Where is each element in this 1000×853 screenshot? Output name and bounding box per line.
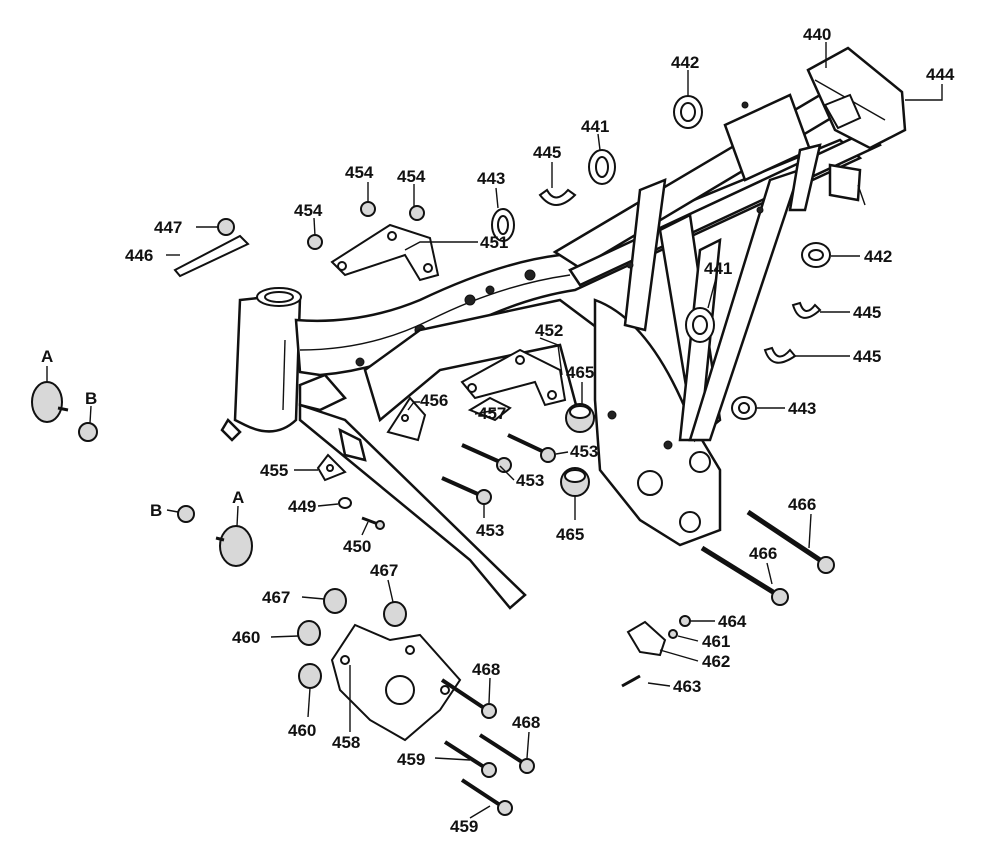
label-440: 440 bbox=[803, 25, 831, 44]
motorcycle-frame bbox=[220, 46, 907, 610]
label-A: A bbox=[232, 488, 244, 507]
collars-460 bbox=[297, 620, 322, 689]
label-443: 443 bbox=[477, 169, 505, 188]
bracket-455 bbox=[316, 453, 347, 482]
clip-446-447 bbox=[173, 218, 250, 278]
bolts-466 bbox=[700, 509, 835, 606]
grommet-441-right bbox=[685, 307, 715, 343]
washer-449 bbox=[338, 497, 352, 509]
lock-461-464 bbox=[621, 615, 691, 688]
plate-457 bbox=[467, 396, 512, 422]
grommet-442-upper bbox=[673, 95, 703, 129]
collars-467 bbox=[323, 588, 407, 627]
label-467: 467 bbox=[262, 588, 290, 607]
label-445: 445 bbox=[853, 303, 881, 322]
label-B: B bbox=[85, 389, 97, 408]
label-441: 441 bbox=[704, 259, 732, 278]
label-451: 451 bbox=[480, 233, 508, 252]
label-450: 450 bbox=[343, 537, 371, 556]
label-465: 465 bbox=[556, 525, 584, 544]
label-446: 446 bbox=[125, 246, 153, 265]
label-444: 444 bbox=[926, 65, 955, 84]
label-464: 464 bbox=[718, 612, 747, 631]
label-468: 468 bbox=[472, 660, 500, 679]
grommet-443-right bbox=[731, 396, 757, 420]
label-A: A bbox=[41, 347, 53, 366]
leader-lines bbox=[46, 42, 943, 819]
label-453: 453 bbox=[516, 471, 544, 490]
label-442: 442 bbox=[864, 247, 892, 266]
label-456: 456 bbox=[420, 391, 448, 410]
label-466: 466 bbox=[788, 495, 816, 514]
callout-labels: 440 444 442 441 445 443 454 454 454 451 … bbox=[41, 25, 955, 836]
label-465: 465 bbox=[566, 363, 594, 382]
label-460: 460 bbox=[232, 628, 260, 647]
label-466: 466 bbox=[749, 544, 777, 563]
bolts-453 bbox=[441, 433, 556, 505]
bolts-459 bbox=[443, 740, 513, 816]
mount-A-lower bbox=[215, 525, 253, 567]
nut-B-left bbox=[78, 422, 98, 442]
label-455: 455 bbox=[260, 461, 288, 480]
label-461: 461 bbox=[702, 632, 730, 651]
collar-465-upper bbox=[565, 403, 595, 433]
label-462: 462 bbox=[702, 652, 730, 671]
clip-445-upper bbox=[538, 188, 577, 206]
label-459: 459 bbox=[450, 817, 478, 836]
label-B: B bbox=[150, 501, 162, 520]
label-467: 467 bbox=[370, 561, 398, 580]
clip-445-right-a bbox=[791, 301, 822, 319]
label-441: 441 bbox=[581, 117, 609, 136]
bolts-468 bbox=[440, 678, 535, 774]
nut-B-lower bbox=[177, 505, 195, 523]
label-445: 445 bbox=[853, 347, 881, 366]
label-453: 453 bbox=[570, 442, 598, 461]
label-458: 458 bbox=[332, 733, 360, 752]
bracket-451 bbox=[330, 223, 440, 282]
mount-A-left bbox=[31, 381, 69, 423]
label-457: 457 bbox=[478, 404, 506, 423]
label-460: 460 bbox=[288, 721, 316, 740]
label-445: 445 bbox=[533, 143, 561, 162]
label-459: 459 bbox=[397, 750, 425, 769]
label-452: 452 bbox=[535, 321, 563, 340]
grommet-442-right bbox=[801, 242, 831, 268]
collar-465-lower bbox=[560, 467, 590, 497]
bracket-452 bbox=[460, 348, 567, 407]
label-453: 453 bbox=[476, 521, 504, 540]
label-454: 454 bbox=[294, 201, 323, 220]
label-449: 449 bbox=[288, 497, 316, 516]
label-463: 463 bbox=[673, 677, 701, 696]
clip-445-right-b bbox=[763, 346, 797, 364]
label-468: 468 bbox=[512, 713, 540, 732]
grommet-441-upper bbox=[588, 149, 616, 185]
bracket-456 bbox=[386, 396, 427, 442]
label-454: 454 bbox=[397, 167, 426, 186]
label-443: 443 bbox=[788, 399, 816, 418]
screw-450 bbox=[361, 516, 385, 530]
label-447: 447 bbox=[154, 218, 182, 237]
bracket-458 bbox=[330, 623, 462, 742]
label-442: 442 bbox=[671, 53, 699, 72]
grommet-443-upper bbox=[491, 208, 515, 242]
label-454: 454 bbox=[345, 163, 374, 182]
